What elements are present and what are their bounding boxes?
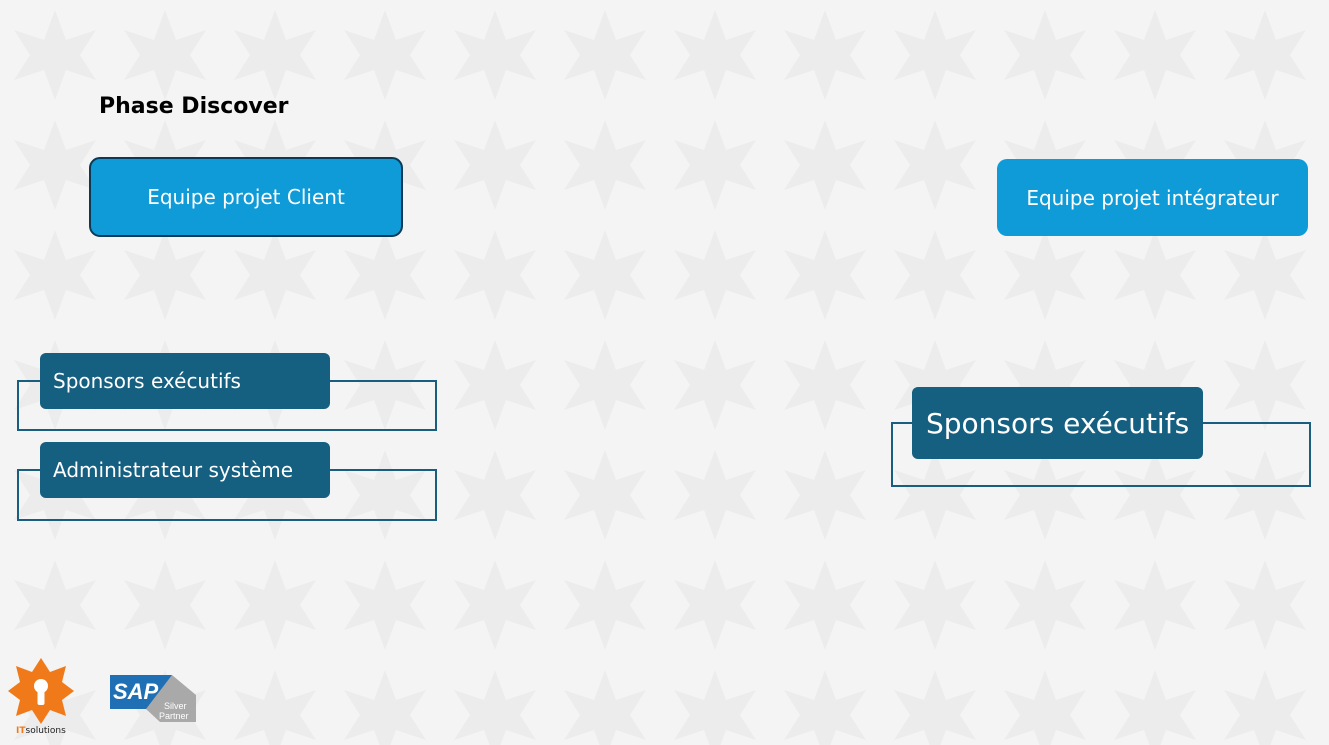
it-solutions-suffix: solutions: [25, 726, 66, 736]
client-role-admin-label: Administrateur système: [53, 458, 294, 482]
client-team-box: Equipe projet Client: [89, 157, 403, 237]
client-role-sponsors: Sponsors exécutifs: [40, 353, 330, 409]
client-role-admin: Administrateur système: [40, 442, 330, 498]
integrator-team-label: Equipe projet intégrateur: [1026, 185, 1279, 210]
it-solutions-logo: [8, 658, 74, 728]
sap-partner-text: Partner: [159, 711, 189, 721]
integrator-team-box: Equipe projet intégrateur: [997, 159, 1308, 236]
client-team-label: Equipe projet Client: [147, 185, 345, 209]
it-solutions-text: ITsolutions: [16, 726, 66, 736]
integrator-role-sponsors-label: Sponsors exécutifs: [926, 406, 1190, 440]
client-role-sponsors-label: Sponsors exécutifs: [53, 369, 241, 393]
sap-silver-text: Silver: [164, 701, 187, 711]
integrator-role-sponsors: Sponsors exécutifs: [912, 387, 1203, 459]
sap-silver-partner-logo: SAP Silver Partner: [110, 673, 198, 727]
it-solutions-prefix: IT: [16, 726, 26, 736]
sap-brand-text: SAP: [113, 679, 159, 704]
sap-silver-partner-badge: SAP Silver Partner: [110, 675, 196, 722]
page-title: Phase Discover: [99, 94, 289, 119]
it-solutions-star-icon: [8, 658, 74, 724]
